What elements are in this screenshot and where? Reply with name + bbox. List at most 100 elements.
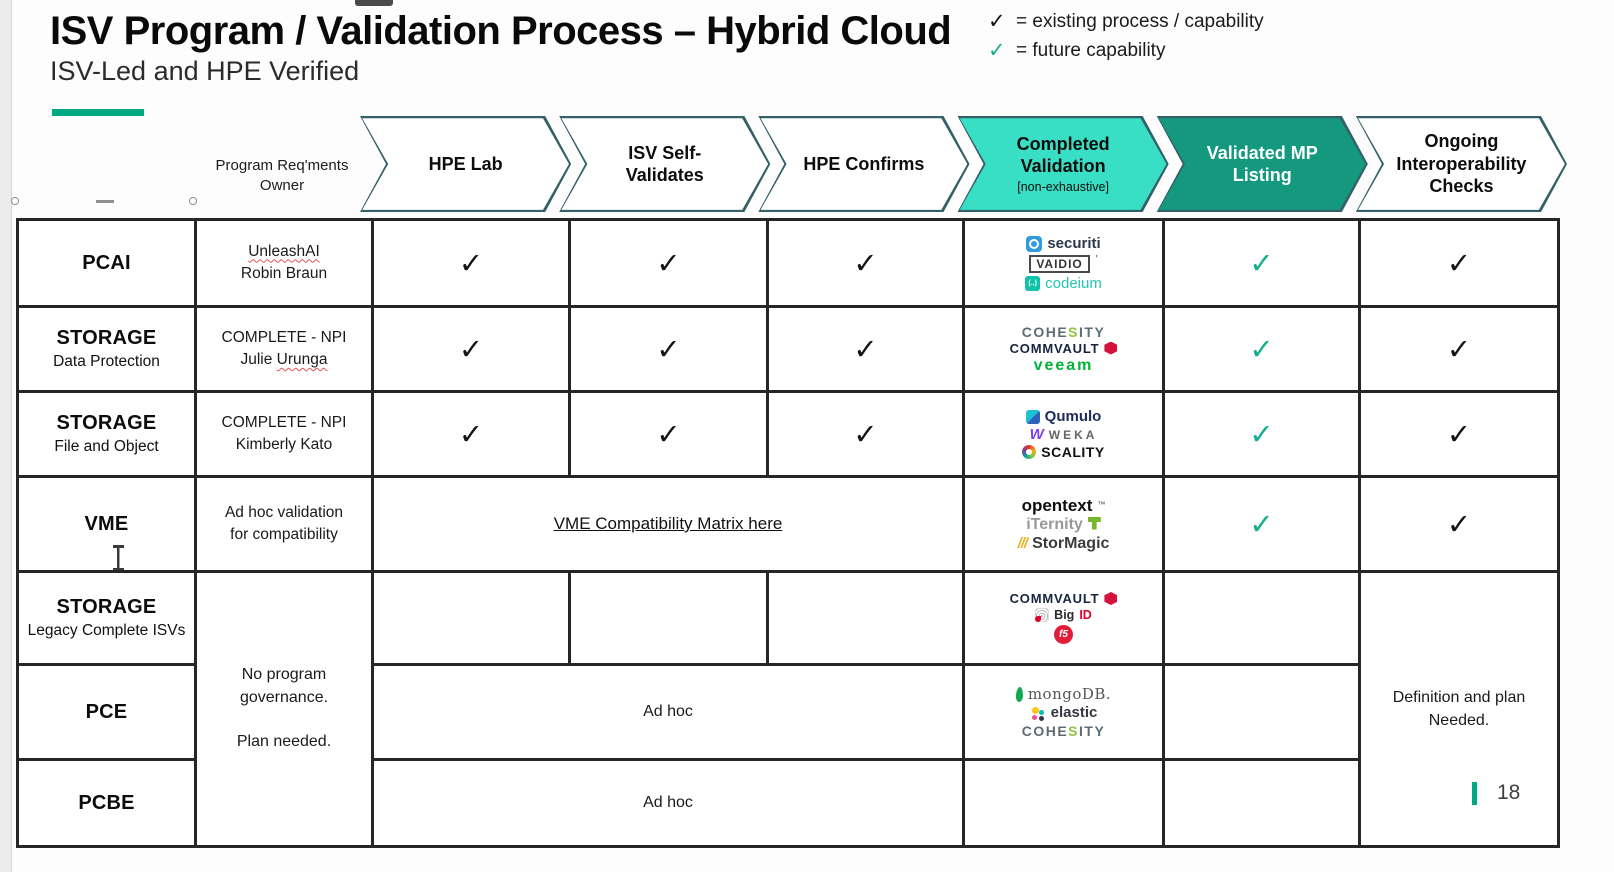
selection-handle-icon bbox=[189, 197, 197, 205]
slide-page-number: 18 bbox=[1472, 781, 1520, 805]
text-cursor-icon bbox=[112, 545, 125, 570]
check-cell: ✓ bbox=[1358, 305, 1560, 393]
owner-cell-storage-dp: COMPLETE - NPI Julie Urunga bbox=[194, 305, 374, 393]
empty-cell bbox=[1162, 758, 1361, 848]
definition-plan-cell: Definition and plan Needed. bbox=[1358, 570, 1560, 848]
check-cell: ✓ bbox=[371, 218, 571, 308]
check-cell: ✓ bbox=[1358, 475, 1560, 573]
legend: ✓ = existing process / capability ✓ = fu… bbox=[988, 9, 1264, 63]
stage-chevron-validated-mp-listing: Validated MP Listing bbox=[1157, 116, 1368, 212]
empty-cell bbox=[1162, 570, 1361, 666]
row-label-pce: PCE bbox=[16, 663, 197, 761]
mongodb-icon bbox=[1015, 686, 1024, 702]
check-mark-icon: ✓ bbox=[458, 418, 484, 451]
slide-subtitle: ISV-Led and HPE Verified bbox=[50, 56, 360, 86]
owner-cell-no-governance: No program governance. Plan needed. bbox=[194, 570, 374, 848]
row-subtitle: Data Protection bbox=[53, 352, 160, 370]
green-check-icon: ✓ bbox=[1249, 333, 1274, 366]
check-cell: ✓ bbox=[568, 305, 769, 393]
logos-cell-pcai: securiti VAIDIO ' (..) codeium bbox=[962, 218, 1165, 308]
check-cell: ✓ bbox=[1358, 218, 1560, 308]
logo-qumulo: Qumulo bbox=[1025, 409, 1101, 424]
check-mark-icon: ✓ bbox=[853, 418, 878, 451]
check-cell: ✓ bbox=[766, 218, 965, 308]
logo-commvault: COMMVAULT bbox=[1010, 341, 1118, 355]
row-subtitle: File and Object bbox=[54, 437, 159, 455]
row-title: STORAGE bbox=[56, 326, 157, 349]
logo-stormagic: /// StorMagic bbox=[1017, 534, 1110, 552]
owner-cell-storage-fo: COMPLETE - NPI Kimberly Kato bbox=[194, 390, 374, 478]
codeium-icon: (..) bbox=[1025, 275, 1041, 291]
table-row-storage-legacy: STORAGE Legacy Complete ISVs No program … bbox=[16, 570, 1560, 848]
stage-chevron-ongoing-interoperability: Ongoing Interoperability Checks bbox=[1356, 116, 1567, 212]
validation-table: PCAI UnleashAI Robin Braun ✓ ✓ ✓ securit… bbox=[16, 218, 1560, 848]
elastic-icon bbox=[1030, 705, 1046, 721]
green-check-icon: ✓ bbox=[1249, 418, 1274, 451]
check-cell: ✓ bbox=[568, 390, 769, 478]
note-line: No program governance. bbox=[239, 666, 329, 706]
weka-icon: W bbox=[1029, 426, 1044, 443]
row-label-vme: VME bbox=[16, 475, 197, 573]
stage-chevron-isv-self-validates: ISV Self-Validates bbox=[559, 116, 770, 212]
check-mark-icon: ✓ bbox=[1446, 418, 1472, 451]
check-cell: ✓ bbox=[766, 305, 965, 393]
check-mark-icon: ✓ bbox=[458, 247, 484, 280]
stormagic-icon: /// bbox=[1017, 535, 1028, 552]
empty-cell bbox=[1162, 663, 1361, 761]
check-mark-icon: ✓ bbox=[656, 333, 681, 366]
green-check-icon: ✓ bbox=[1249, 508, 1274, 541]
check-mark-icon: ✓ bbox=[1446, 333, 1472, 366]
logo-scality: SCALITY bbox=[1022, 445, 1104, 459]
table-row-pcbe: PCBE Ad hoc bbox=[16, 758, 1559, 848]
row-label-pcai: PCAI bbox=[16, 218, 197, 308]
adhoc-cell-pce: Ad hoc bbox=[371, 663, 965, 761]
vme-compatibility-matrix-link[interactable]: VME Compatibility Matrix here bbox=[553, 514, 783, 533]
check-cell: ✓ bbox=[766, 390, 965, 478]
row-label-storage-dp: STORAGE Data Protection bbox=[16, 305, 197, 393]
green-check-icon: ✓ bbox=[1249, 247, 1274, 280]
check-mark-icon: ✓ bbox=[656, 247, 681, 280]
row-label-storage-fo: STORAGE File and Object bbox=[16, 390, 197, 478]
row-title: STORAGE bbox=[56, 595, 157, 618]
row-title: PCE bbox=[85, 700, 128, 723]
check-mark-icon: ✓ bbox=[656, 418, 681, 451]
check-cell: ✓ bbox=[1162, 218, 1361, 308]
owner-line: COMPLETE - NPI bbox=[221, 328, 347, 346]
check-cell: ✓ bbox=[1162, 390, 1361, 478]
stage-label: Validated MP Listing bbox=[1206, 142, 1318, 185]
note-line: Plan needed. bbox=[236, 733, 332, 751]
owner-line: for compatibility bbox=[230, 526, 338, 543]
owner-cell-pcai: UnleashAI Robin Braun bbox=[194, 218, 374, 308]
logo-veeam: veeam bbox=[1033, 356, 1094, 374]
selection-handle-icon bbox=[11, 197, 19, 205]
qumulo-icon bbox=[1025, 409, 1040, 424]
logo-commvault: COMMVAULT bbox=[1010, 592, 1118, 605]
empty-cell bbox=[371, 570, 571, 666]
row-label-pcbe: PCBE bbox=[16, 758, 197, 848]
table-row-vme: VME Ad hoc validation for compatibility … bbox=[16, 475, 1560, 573]
empty-cell bbox=[962, 758, 1165, 848]
logos-cell-storage-fo: Qumulo W WEKA SCALITY bbox=[962, 390, 1165, 478]
owner-line: Julie bbox=[240, 351, 273, 368]
bigid-icon bbox=[1035, 608, 1050, 622]
stage-label: Completed Validation bbox=[1016, 133, 1110, 177]
check-cell: ✓ bbox=[568, 218, 769, 308]
row-title: PCBE bbox=[78, 791, 135, 814]
check-cell: ✓ bbox=[1358, 390, 1560, 478]
owner-line: Robin Braun bbox=[240, 265, 328, 282]
legend-future: ✓ = future capability bbox=[988, 38, 1264, 63]
check-cell: ✓ bbox=[371, 305, 571, 393]
logo-opentext: opentext ™ bbox=[1021, 495, 1106, 515]
logo-securiti: securiti bbox=[1026, 235, 1101, 252]
stage-sublabel: [non-exhaustive] bbox=[1017, 179, 1109, 194]
legend-existing-label: = existing process / capability bbox=[1016, 10, 1264, 32]
slide-title: ISV Program / Validation Process – Hybri… bbox=[50, 9, 952, 53]
stage-chevron-hpe-lab: HPE Lab bbox=[360, 116, 571, 212]
